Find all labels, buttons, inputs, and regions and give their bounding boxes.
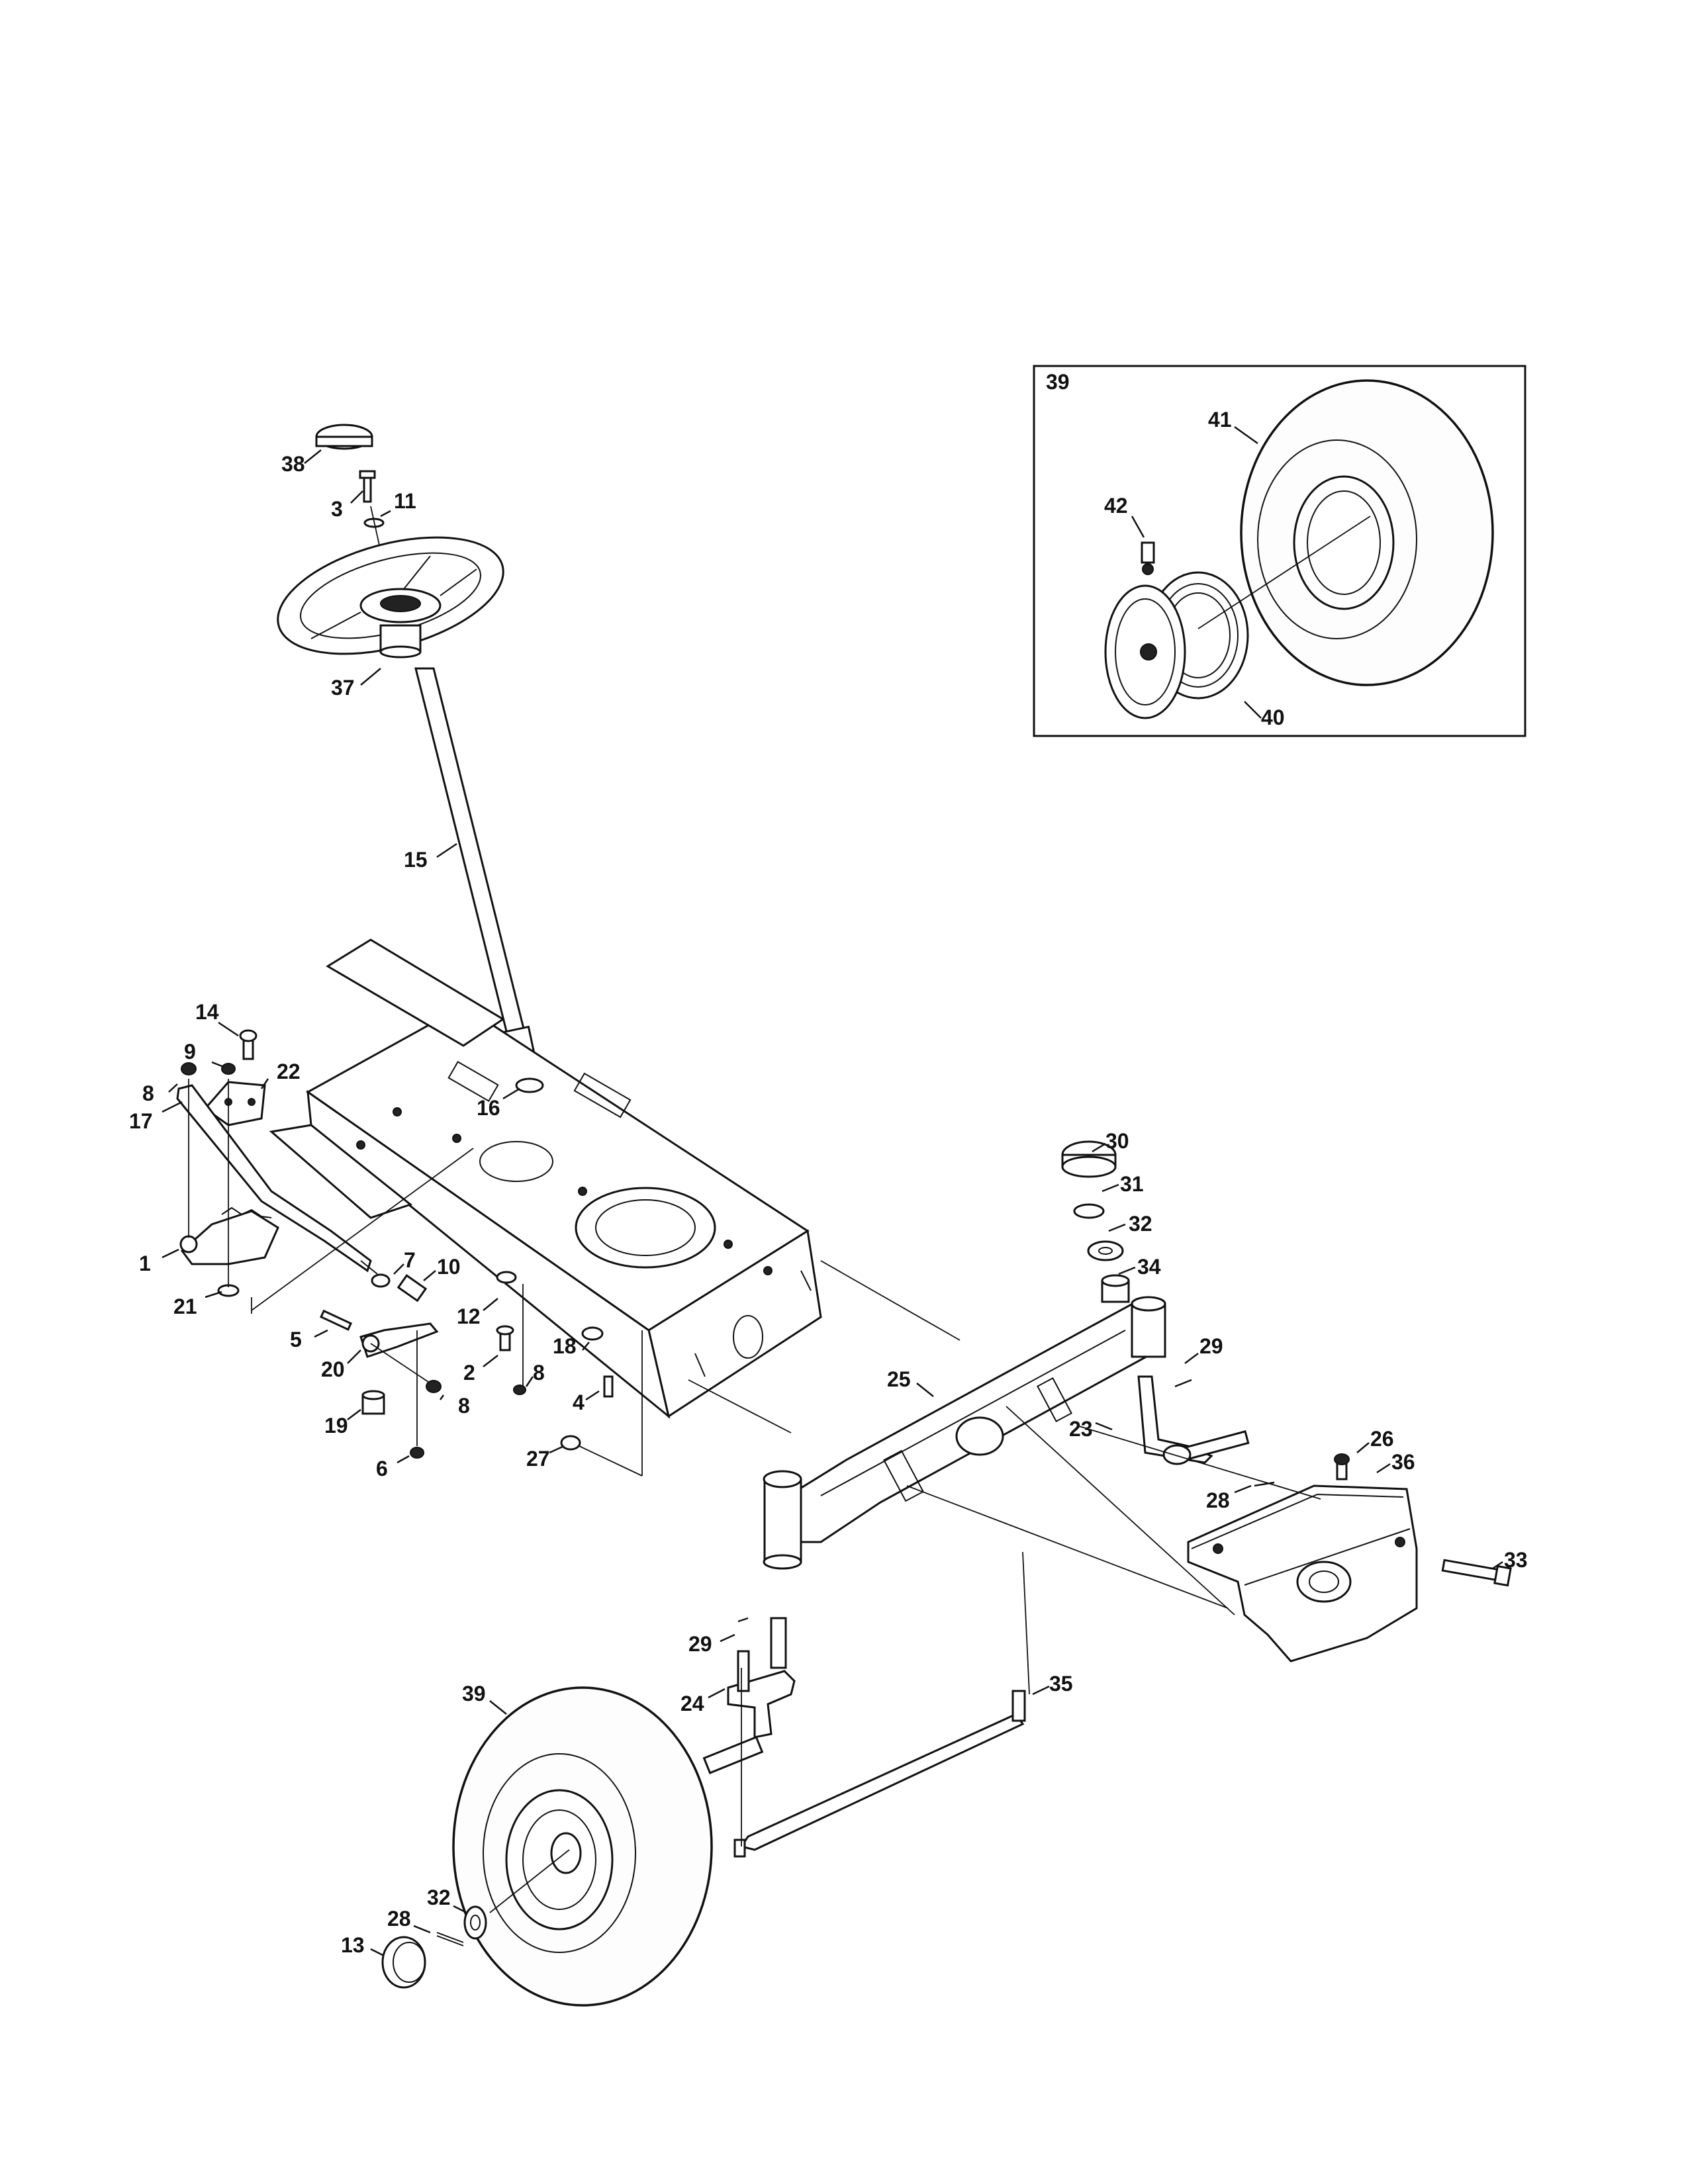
callout-7: 7 bbox=[404, 1248, 416, 1272]
front-left-wheel bbox=[381, 1686, 713, 2007]
callout-6: 6 bbox=[376, 1457, 388, 1480]
left-spindle-tie-rod bbox=[702, 1617, 1026, 1858]
callout-35: 35 bbox=[1049, 1672, 1073, 1696]
tractor-frame bbox=[269, 938, 822, 1419]
callout-11: 11 bbox=[394, 489, 416, 513]
callout-17: 17 bbox=[129, 1109, 153, 1133]
wheel-detail-inset: 39 41 42 40 bbox=[1033, 365, 1526, 737]
callout-10: 10 bbox=[437, 1255, 461, 1279]
callout-29-b: 29 bbox=[688, 1632, 712, 1656]
callout-13: 13 bbox=[341, 1933, 365, 1957]
callout-4: 4 bbox=[573, 1390, 585, 1414]
callout-2: 2 bbox=[463, 1361, 475, 1385]
callout-20: 20 bbox=[321, 1357, 345, 1381]
axle-mount-bracket bbox=[1006, 1406, 1512, 1662]
callout-9: 9 bbox=[184, 1040, 196, 1064]
callout-37: 37 bbox=[331, 676, 355, 700]
callout-32-b: 32 bbox=[427, 1886, 451, 1909]
callout-24: 24 bbox=[680, 1692, 704, 1715]
callout-14: 14 bbox=[195, 1000, 219, 1024]
callout-22: 22 bbox=[277, 1060, 301, 1083]
callout-27: 27 bbox=[526, 1447, 550, 1471]
callout-42: 42 bbox=[1104, 494, 1128, 518]
callout-32-a: 32 bbox=[1129, 1212, 1152, 1236]
callout-19: 19 bbox=[324, 1414, 348, 1437]
callout-41: 41 bbox=[1208, 408, 1232, 432]
pitman-arm-hardware bbox=[320, 1271, 643, 1477]
inset-label: 39 bbox=[1046, 370, 1070, 394]
callout-31: 31 bbox=[1120, 1172, 1144, 1196]
callout-8-c: 8 bbox=[533, 1361, 545, 1385]
front-axle-assembly bbox=[763, 1140, 1250, 1570]
callout-3: 3 bbox=[331, 497, 343, 521]
callout-1: 1 bbox=[139, 1251, 151, 1275]
inset-tire bbox=[1240, 379, 1494, 686]
steering-wheel-assembly bbox=[277, 424, 536, 1060]
callout-21: 21 bbox=[173, 1295, 197, 1318]
callout-8-b: 8 bbox=[458, 1394, 470, 1418]
callout-40: 40 bbox=[1261, 705, 1285, 729]
callout-34: 34 bbox=[1137, 1255, 1161, 1279]
inset-rim bbox=[1104, 571, 1249, 719]
callout-29-a: 29 bbox=[1199, 1334, 1223, 1358]
callout-28-b: 28 bbox=[387, 1907, 411, 1931]
callout-16: 16 bbox=[477, 1096, 500, 1120]
callout-36: 36 bbox=[1391, 1450, 1415, 1474]
callout-39: 39 bbox=[462, 1682, 486, 1706]
inset-valve-stem bbox=[1141, 541, 1155, 575]
callout-25: 25 bbox=[887, 1367, 911, 1391]
callout-28-a: 28 bbox=[1206, 1488, 1230, 1512]
callout-8-a: 8 bbox=[142, 1081, 154, 1105]
callout-15: 15 bbox=[404, 848, 428, 872]
callout-5: 5 bbox=[290, 1328, 302, 1351]
callout-12: 12 bbox=[457, 1304, 481, 1328]
callout-26: 26 bbox=[1370, 1427, 1394, 1451]
callout-30: 30 bbox=[1105, 1129, 1129, 1153]
steering-sector-assembly bbox=[176, 1029, 428, 1302]
callout-33: 33 bbox=[1504, 1548, 1528, 1572]
callout-18: 18 bbox=[553, 1334, 577, 1358]
callout-38: 38 bbox=[281, 452, 305, 476]
